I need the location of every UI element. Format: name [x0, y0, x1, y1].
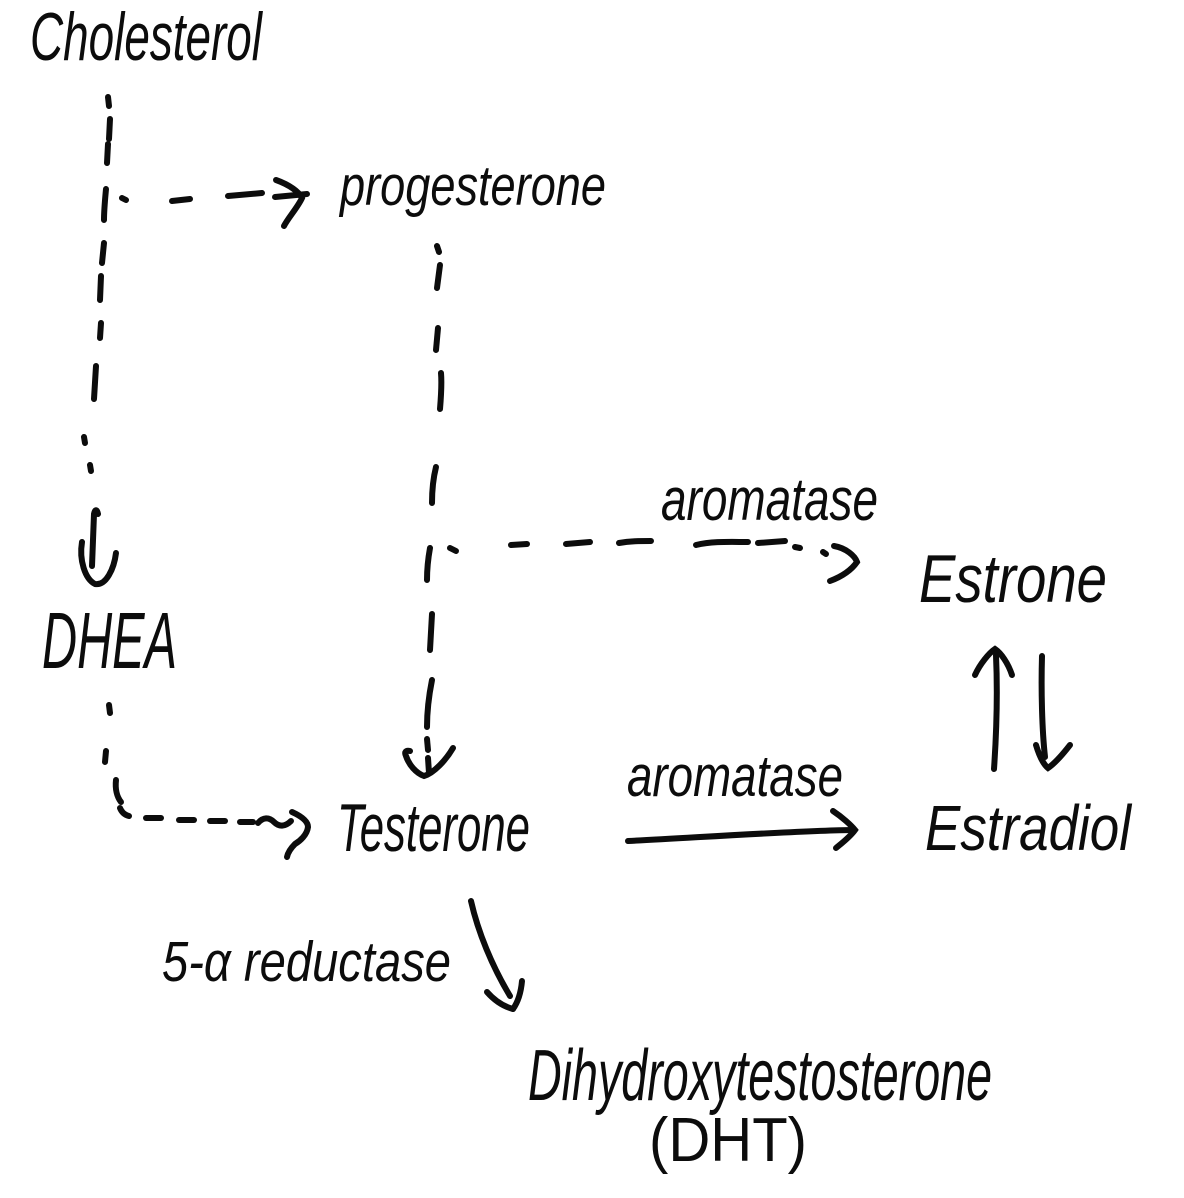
- svg-text:(DHT): (DHT): [649, 1106, 807, 1175]
- svg-text:DHEA: DHEA: [42, 596, 177, 685]
- svg-text:aromatase: aromatase: [661, 466, 878, 533]
- svg-text:Estrone: Estrone: [919, 541, 1107, 617]
- svg-text:Cholesterol: Cholesterol: [30, 0, 263, 75]
- svg-text:aromatase: aromatase: [627, 744, 843, 809]
- svg-text:progesterone: progesterone: [338, 154, 606, 218]
- svg-text:Estradiol: Estradiol: [925, 792, 1132, 864]
- svg-text:Dihydroxytestosterone: Dihydroxytestosterone: [528, 1036, 992, 1116]
- svg-text:Testerone: Testerone: [337, 790, 530, 866]
- svg-text:5-α reductase: 5-α reductase: [162, 930, 451, 994]
